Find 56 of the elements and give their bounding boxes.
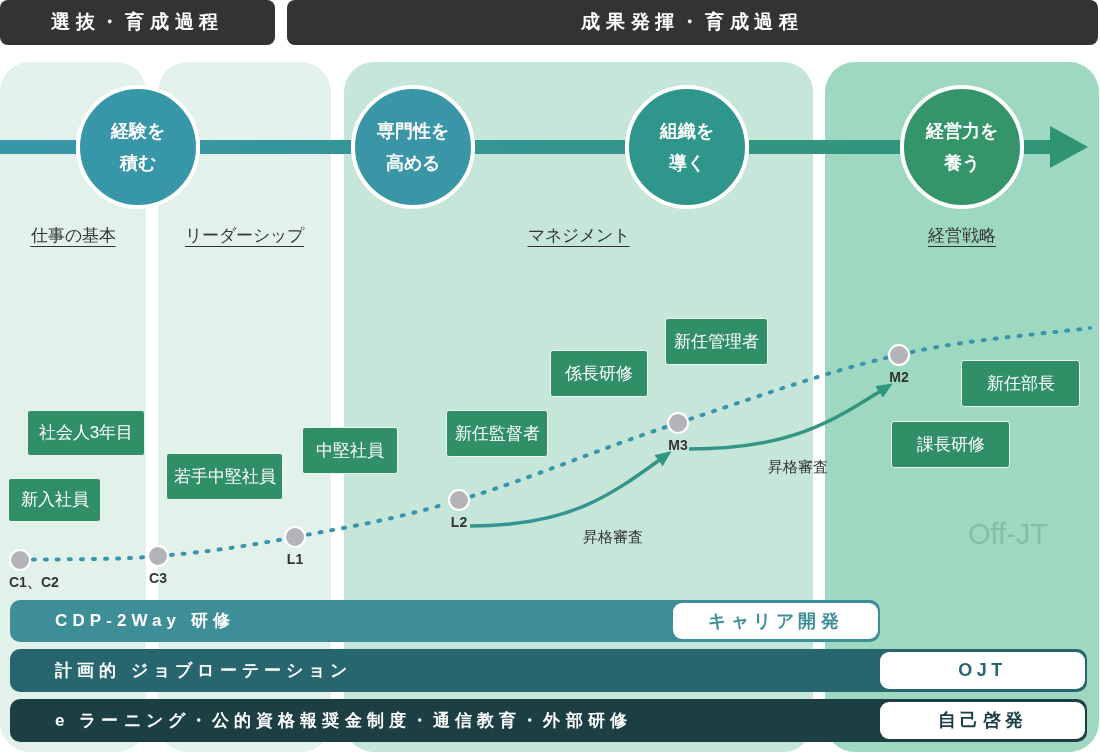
position-tag — [446, 410, 548, 457]
edge-label: 昇格審査 — [583, 527, 643, 547]
position-label: 新任部長 — [986, 372, 1055, 395]
category-pill — [880, 702, 1085, 739]
position-label: 社会人3年目 — [38, 422, 134, 445]
position-label: 新任監督者 — [454, 422, 540, 445]
section-heading: リーダーシップ — [185, 225, 304, 247]
promotion-arrow — [469, 451, 672, 528]
grade-label: C3 — [149, 570, 167, 586]
phase-header — [287, 0, 1098, 45]
milestone-label: 経営力を養う — [924, 120, 999, 175]
category-pill — [880, 652, 1085, 689]
dotted-career-line — [909, 326, 1092, 355]
program-bar — [10, 600, 880, 642]
program-label: e ラーニング・公的資格報奨金制度・通信教育・外部研修 — [55, 709, 632, 732]
position-label: 係長研修 — [565, 362, 633, 385]
program-label: CDP-2Way 研修 — [55, 610, 236, 633]
milestone-label: 組織を導く — [658, 120, 715, 175]
grade-label: M3 — [668, 437, 688, 453]
category-label: 自己啓発 — [937, 709, 1028, 732]
position-tag — [302, 427, 398, 474]
position-tag — [891, 421, 1010, 468]
dotted-career-line — [469, 425, 668, 499]
category-label: OJT — [958, 659, 1007, 682]
section-heading: 仕事の基本 — [30, 225, 116, 247]
phase-title: 選抜・育成過程 — [51, 10, 224, 35]
position-tag — [961, 360, 1080, 407]
position-label: 中堅社員 — [316, 439, 384, 462]
position-tag — [550, 350, 648, 397]
position-label: 新入社員 — [20, 489, 89, 512]
grade-label: M2 — [889, 369, 909, 385]
position-tag — [27, 410, 145, 456]
section-heading: マネジメント — [527, 225, 630, 247]
milestone-label: 経験を積む — [109, 120, 166, 175]
category-pill — [673, 603, 878, 639]
edge-label: 昇格審査 — [768, 457, 828, 477]
grade-label: L1 — [286, 551, 304, 567]
position-label: 課長研修 — [916, 433, 985, 456]
dotted-career-line — [688, 355, 889, 421]
program-label: 計画的 ジョブローテーション — [55, 659, 353, 682]
position-tag — [8, 478, 101, 522]
dotted-career-line — [169, 537, 285, 557]
phase-title: 成果発揮・育成過程 — [581, 10, 804, 35]
milestone-label: 専門性を高める — [376, 120, 450, 175]
position-tag — [665, 318, 768, 365]
section-heading: 経営戦略 — [928, 225, 996, 247]
timeline-arrow — [1024, 126, 1088, 168]
grade-label: C1、C2 — [9, 574, 59, 590]
position-label: 若手中堅社員 — [173, 465, 276, 488]
position-tag — [166, 453, 283, 500]
grade-label: L2 — [450, 514, 468, 530]
category-label: キャリア開発 — [708, 609, 843, 633]
dotted-career-line — [31, 555, 147, 562]
promotion-arrow — [688, 383, 893, 451]
phase-header — [0, 0, 275, 45]
position-label: 新任管理者 — [674, 330, 759, 353]
